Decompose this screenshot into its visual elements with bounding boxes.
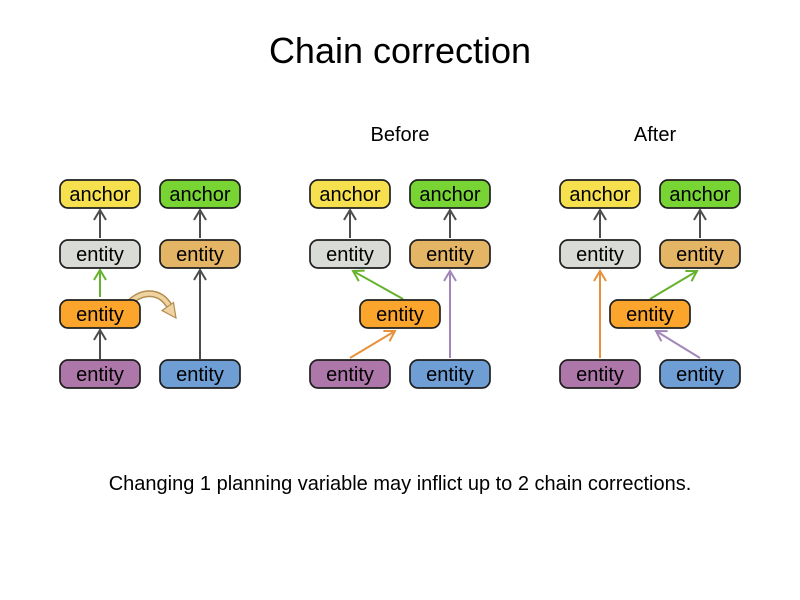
entity-node-purple: entity <box>59 359 141 389</box>
node-box <box>659 239 741 269</box>
node-label: entity <box>626 304 674 326</box>
caption: Changing 1 planning variable may inflict… <box>109 473 692 495</box>
node-box <box>159 239 241 269</box>
node-label: entity <box>426 244 474 266</box>
node-box <box>609 299 691 329</box>
anchor-node-green: anchor <box>409 179 491 209</box>
node-box <box>409 239 491 269</box>
node-label: anchor <box>69 184 130 206</box>
anchor-node-green: anchor <box>159 179 241 209</box>
arrow-blue-entity-to-orange-entity <box>654 329 701 359</box>
node-box <box>309 239 391 269</box>
node-label: anchor <box>569 184 630 206</box>
node-box <box>159 179 241 209</box>
entity-node-blue: entity <box>159 359 241 389</box>
node-box <box>59 239 141 269</box>
anchor-node-yellow: anchor <box>559 179 641 209</box>
entity-node-blue: entity <box>659 359 741 389</box>
node-box <box>309 359 391 389</box>
node-label: entity <box>176 244 224 266</box>
entity-node-tan: entity <box>409 239 491 269</box>
arrow-purple-entity-to-orange-entity <box>349 330 397 359</box>
entity-node-blue: entity <box>409 359 491 389</box>
anchor-node-yellow: anchor <box>309 179 391 209</box>
entity-node-purple: entity <box>559 359 641 389</box>
entity-node-tan: entity <box>159 239 241 269</box>
arrow-orange-entity-to-gray-entity <box>351 269 404 300</box>
node-label: entity <box>676 244 724 266</box>
node-box <box>659 359 741 389</box>
node-label: entity <box>376 304 424 326</box>
node-box <box>409 359 491 389</box>
node-label: anchor <box>319 184 380 206</box>
entity-node-gray: entity <box>309 239 391 269</box>
node-label: entity <box>326 364 374 386</box>
node-label: entity <box>576 244 624 266</box>
node-box <box>659 179 741 209</box>
node-label: entity <box>426 364 474 386</box>
after-label: After <box>634 124 677 146</box>
node-label: entity <box>576 364 624 386</box>
node-label: entity <box>326 244 374 266</box>
node-label: entity <box>76 304 124 326</box>
node-label: anchor <box>669 184 730 206</box>
entity-node-orange: entity <box>59 299 141 329</box>
node-box <box>159 359 241 389</box>
move-arrow-head <box>160 301 177 320</box>
node-box <box>59 299 141 329</box>
chain-group-after: anchor anchor entity entity entity entit… <box>559 179 741 389</box>
node-label: anchor <box>169 184 230 206</box>
entity-node-orange: entity <box>359 299 441 329</box>
entity-node-purple: entity <box>309 359 391 389</box>
entity-node-tan: entity <box>659 239 741 269</box>
entity-node-gray: entity <box>59 239 141 269</box>
node-label: anchor <box>419 184 480 206</box>
node-box <box>59 359 141 389</box>
arrow-orange-entity-to-tan-entity <box>649 269 699 300</box>
node-box <box>59 179 141 209</box>
entity-node-orange: entity <box>609 299 691 329</box>
node-label: entity <box>76 244 124 266</box>
node-box <box>359 299 441 329</box>
node-label: entity <box>176 364 224 386</box>
node-label: entity <box>76 364 124 386</box>
page-title: Chain correction <box>269 30 531 71</box>
node-label: entity <box>676 364 724 386</box>
anchor-node-yellow: anchor <box>59 179 141 209</box>
entity-node-gray: entity <box>559 239 641 269</box>
chain-group-before: anchor anchor entity entity entity entit… <box>309 179 491 389</box>
node-box <box>559 359 641 389</box>
node-box <box>409 179 491 209</box>
chain-group-initial: anchor anchor entity entity entity entit… <box>59 179 241 389</box>
anchor-node-green: anchor <box>659 179 741 209</box>
node-box <box>309 179 391 209</box>
before-label: Before <box>371 124 430 146</box>
node-box <box>559 239 641 269</box>
node-box <box>559 179 641 209</box>
